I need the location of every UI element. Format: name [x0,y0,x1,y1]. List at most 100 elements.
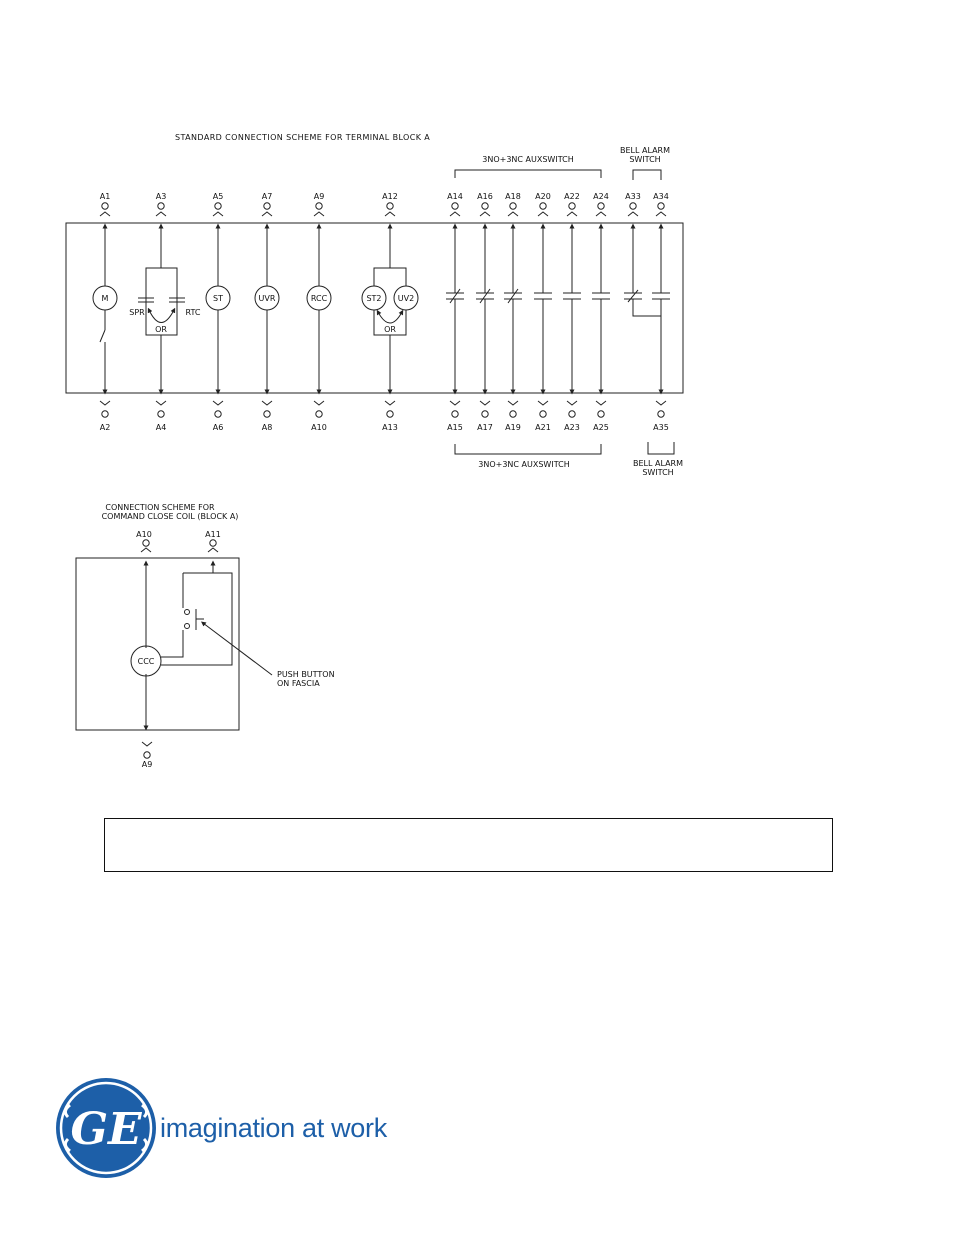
ccc-terminal-a11: A11 [205,530,221,539]
aux-contacts [446,288,610,304]
aux-bottom-bracket [454,444,602,455]
bell-top-bracket [632,169,662,180]
terminal-symbol [507,211,519,217]
terminal-symbol [263,202,271,210]
st2-label: ST2 [366,294,381,303]
tagline: imagination at work [160,1113,388,1143]
terminal-label: A24 [593,192,609,201]
rcc-coil [306,285,332,311]
terminal-symbols [99,202,667,418]
bell-bottom-bracket [647,442,675,455]
terminal-symbol [313,400,325,406]
push-button-callout-arrow [201,621,273,676]
terminal-label: A35 [653,423,669,432]
terminal-label: A5 [213,192,224,201]
st-label: ST [213,294,223,303]
terminal-label: A23 [564,423,580,432]
main-diagram-title: STANDARD CONNECTION SCHEME FOR TERMINAL … [175,133,430,142]
terminal-symbol [261,400,273,406]
push-button-callout-2: ON FASCIA [277,679,320,688]
terminal-symbol [451,410,459,418]
ccc-loop-outer [161,560,233,666]
note-box [104,818,833,872]
terminal-label: A25 [593,423,609,432]
or-label-2: OR [384,325,396,334]
st2-uv2-or-arrow [376,309,404,324]
ccc-coil-label: CCC [138,657,155,666]
terminal-label: A13 [382,423,398,432]
bell-bottom-label-2: SWITCH [642,468,673,477]
terminal-symbol [101,202,109,210]
terminal-symbol [568,410,576,418]
aux-contact-nc-slash [479,288,491,304]
terminal-symbol [507,400,519,406]
terminal-symbol [509,202,517,210]
terminal-symbol [384,400,396,406]
terminal-label: A20 [535,192,551,201]
terminal-symbol [595,211,607,217]
terminal-symbol [157,410,165,418]
terminal-symbol [386,202,394,210]
terminal-symbol [539,202,547,210]
terminal-label: A10 [311,423,327,432]
terminal-label: A16 [477,192,493,201]
spr-rtc-loop [145,267,178,336]
ccc-title-2: COMMAND CLOSE COIL (BLOCK A) [102,512,239,521]
terminal-symbol [263,410,271,418]
push-button-callout-1: PUSH BUTTON [277,670,335,679]
terminal-symbol [566,400,578,406]
terminal-symbol [451,202,459,210]
aux-bottom-label: 3NO+3NC AUXSWITCH [478,460,569,469]
terminal-symbol [315,202,323,210]
svg-text:GE: GE [70,1104,143,1155]
terminal-symbol [479,400,491,406]
terminal-symbol [261,211,273,217]
terminal-label: A8 [262,423,273,432]
ccc-loop-inner [161,573,184,658]
uv2-coil [393,285,419,311]
terminal-label: A3 [156,192,167,201]
terminal-label: A2 [100,423,111,432]
terminal-symbol [481,202,489,210]
terminal-symbol [157,202,165,210]
ccc-terminal-symbols [140,539,219,759]
bottom-terminal-labels: A2 A4 A6 A8 A10 A13 A15 A17 A19 A21 A23 … [100,423,669,432]
bell-alarm-nc-contact [624,289,661,317]
spr-rtc-or-arrow [147,307,176,323]
terminal-symbol [214,202,222,210]
top-terminal-labels: A1 A3 A5 A7 A9 A12 A14 A16 A18 A20 A22 A… [100,192,669,201]
terminal-symbol [509,410,517,418]
terminal-symbol [313,211,325,217]
bell-top-label-1: BELL ALARM [620,146,670,155]
st-coil [205,285,231,311]
terminal-symbol [155,211,167,217]
st2-coil [361,285,387,311]
terminal-symbol [212,211,224,217]
terminal-symbol [386,410,394,418]
terminal-label: A6 [213,423,224,432]
motor-switch [99,329,106,346]
terminal-symbol [657,202,665,210]
terminal-symbol [597,410,605,418]
terminal-label: A34 [653,192,669,201]
terminal-block-frame [65,222,684,394]
bell-bottom-label-1: BELL ALARM [633,459,683,468]
terminal-symbol [655,211,667,217]
motor-circle [92,285,118,311]
spr-label: SPR [129,308,145,317]
push-button-contact-1 [184,609,190,615]
motor-label: M [102,294,109,303]
terminal-symbol [101,410,109,418]
or-label-1: OR [155,325,167,334]
terminal-label: A17 [477,423,493,432]
terminal-label: A14 [447,192,463,201]
rtc-label: RTC [186,308,201,317]
spr-rtc-contacts [138,297,185,303]
terminal-symbol [212,400,224,406]
terminal-label: A33 [625,192,641,201]
terminal-label: A15 [447,423,463,432]
terminal-symbol [627,211,639,217]
terminal-symbol [315,410,323,418]
ccc-coil [130,645,162,677]
